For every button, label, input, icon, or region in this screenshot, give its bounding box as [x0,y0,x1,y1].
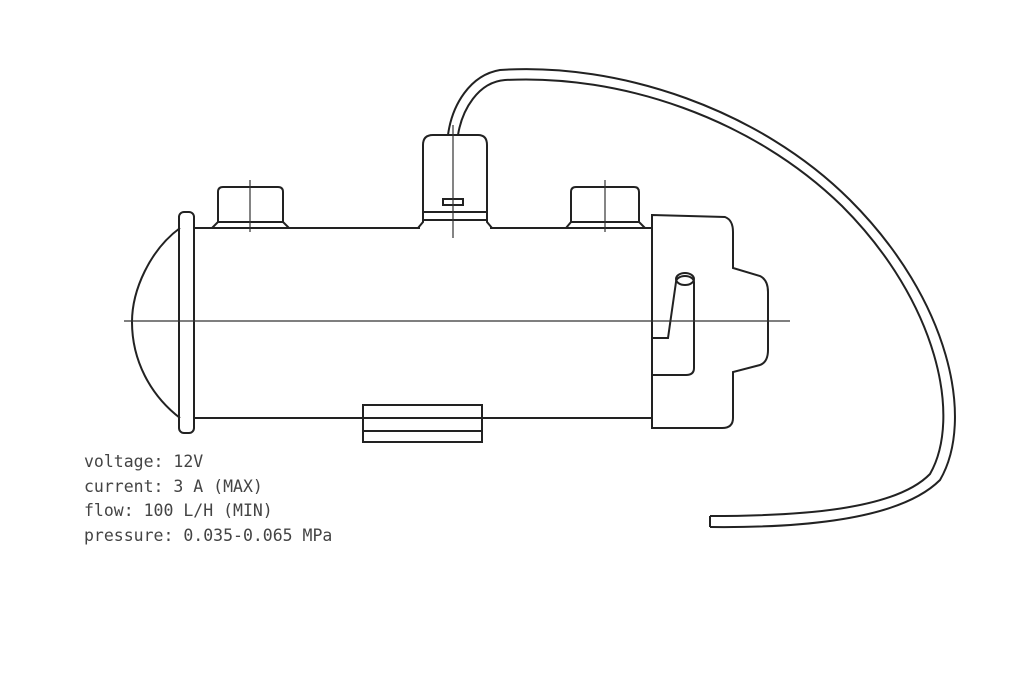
end-cap [130,211,195,434]
electrical-connector [417,125,493,238]
spec-flow: flow: 100 L/H (MIN) [84,501,273,520]
inlet-port [211,180,290,232]
outlet-port [565,180,646,232]
spec-pressure: pressure: 0.035-0.065 MPa [84,525,333,545]
mounting-tab [362,404,483,443]
pump-head [651,213,769,429]
spec-voltage: voltage: 12V [84,452,204,471]
wire [447,68,956,529]
spec-list: voltage: 12V current: 3 A (MAX) flow: 10… [84,450,332,548]
spec-current: current: 3 A (MAX) [84,476,263,496]
pump-body [194,227,652,419]
